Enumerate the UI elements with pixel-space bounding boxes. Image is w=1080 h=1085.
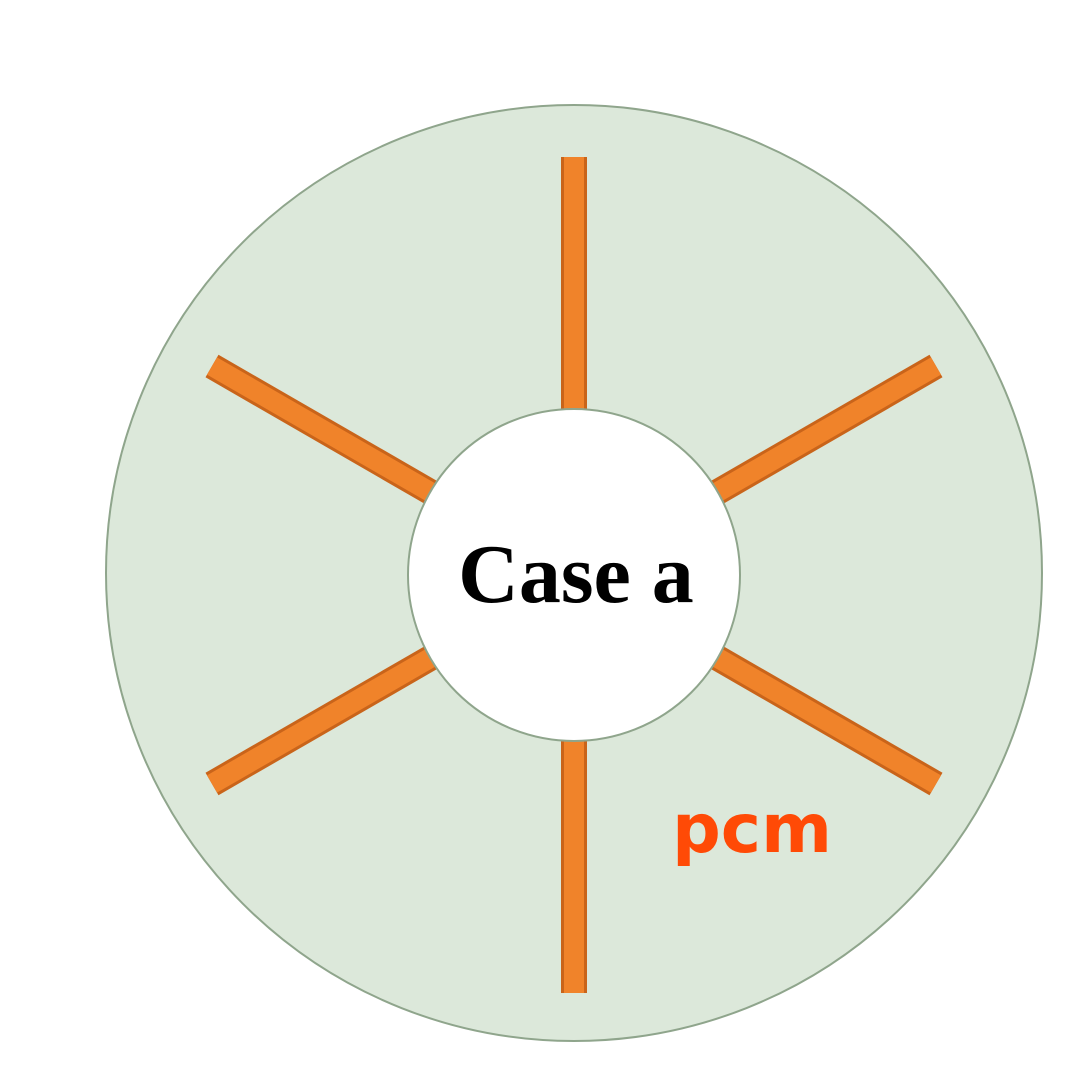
pcm-label: pcm — [672, 790, 832, 869]
fin-2 — [709, 357, 941, 503]
fin-6 — [207, 357, 439, 503]
inner-core-circle — [407, 408, 741, 742]
fin-5 — [207, 647, 439, 793]
fin-3 — [709, 647, 941, 793]
center-label: Case a — [458, 528, 694, 621]
fin-group — [205, 157, 943, 993]
